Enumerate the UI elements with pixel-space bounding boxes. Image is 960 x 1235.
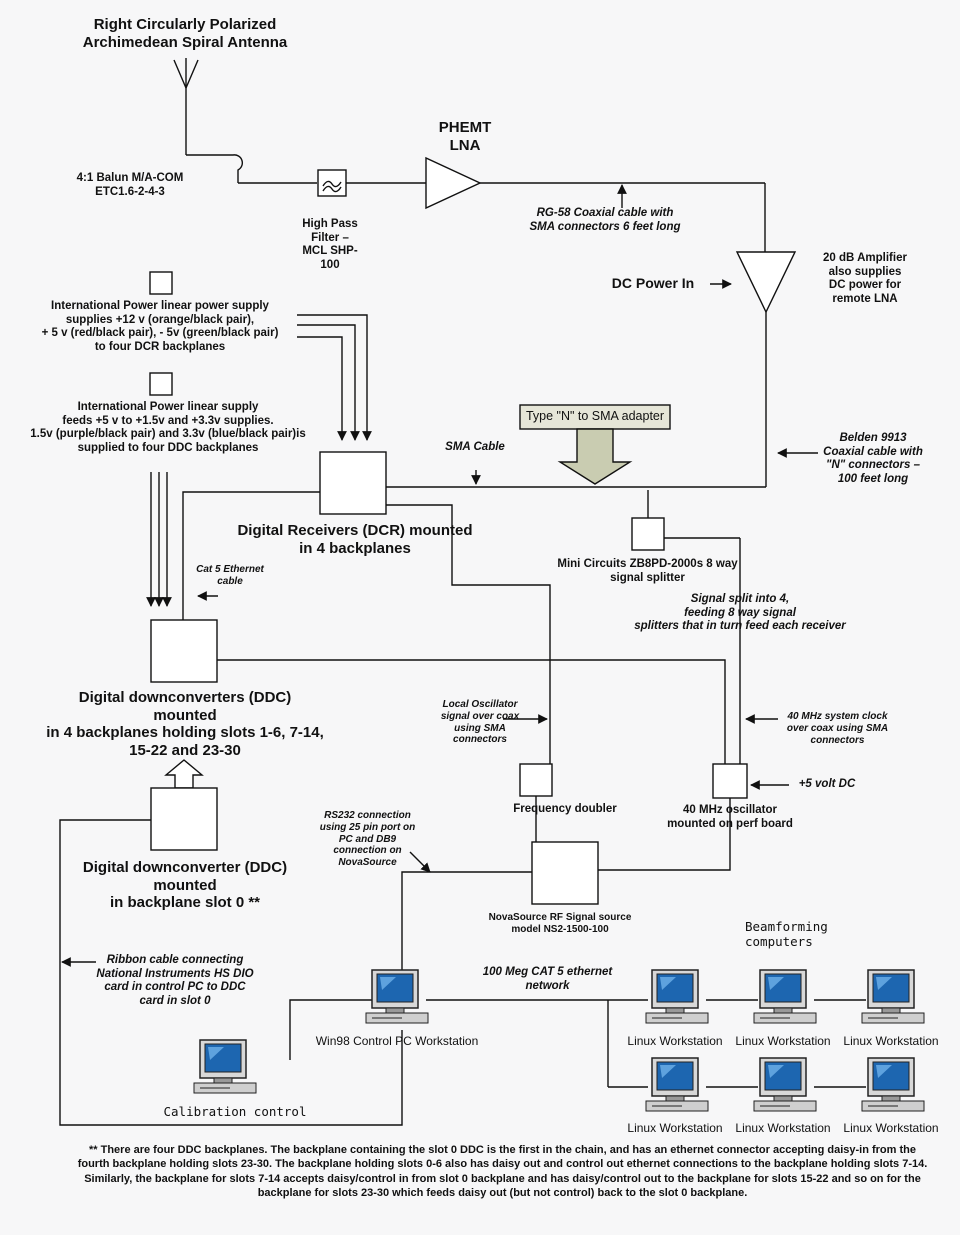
linux-pc-icon[interactable] xyxy=(861,1057,925,1112)
novasource-box xyxy=(531,841,599,905)
ddc0-up-arrow-icon xyxy=(164,759,204,789)
novasource-label: NovaSource RF Signal source model NS2-15… xyxy=(488,912,632,935)
linux-pc-icon[interactable] xyxy=(645,1057,709,1112)
oscillator-box xyxy=(712,763,748,799)
cat5-label: Cat 5 Ethernet cable xyxy=(196,564,264,587)
ethernet-label: 100 Meg CAT 5 ethernet network xyxy=(482,966,613,992)
splitter-label: Mini Circuits ZB8PD-2000s 8 way signal s… xyxy=(557,558,738,584)
linux-label: Linux Workstation xyxy=(735,1121,831,1135)
splitter-box xyxy=(631,517,665,551)
plus5-label: +5 volt DC xyxy=(798,778,856,790)
dcr-label: Digital Receivers (DCR) mounted in 4 bac… xyxy=(237,522,473,557)
antenna-icon xyxy=(173,58,199,155)
dcr-box xyxy=(319,451,387,515)
amp-label: 20 dB Amplifier also supplies DC power f… xyxy=(823,252,907,305)
ddc-box xyxy=(150,619,218,683)
control-pc-icon[interactable] xyxy=(365,969,429,1024)
hpf-label: High Pass Filter – MCL SHP- 100 xyxy=(302,218,358,271)
doubler-label: Frequency doubler xyxy=(513,803,617,815)
calibration-pc-icon[interactable] xyxy=(193,1039,257,1094)
linux-label: Linux Workstation xyxy=(843,1121,939,1135)
linux-pc-icon[interactable] xyxy=(753,969,817,1024)
lna-amplifier-icon xyxy=(425,156,482,210)
lna-label: PHEMT LNA xyxy=(438,119,492,154)
psu1-label: International Power linear power supply … xyxy=(41,300,279,353)
ddc-label: Digital downconverters (DDC) mounted in … xyxy=(46,689,324,760)
calibration-label: Calibration control xyxy=(163,1104,307,1119)
win98-label: Win98 Control PC Workstation xyxy=(315,1034,479,1048)
frequency-doubler-box xyxy=(519,763,553,797)
split-note-label: Signal split into 4, feeding 8 way signa… xyxy=(634,593,846,633)
psu-box-dcr xyxy=(149,271,173,295)
oscillator-label: 40 MHz oscillator mounted on perf board xyxy=(667,804,793,830)
psu2-label: International Power linear supply feeds … xyxy=(30,401,306,454)
beamforming-label: Beamforming computers xyxy=(745,919,828,949)
amplifier-20db-icon xyxy=(735,251,797,314)
balun-label: 4:1 Balun M/A-COM ETC1.6-2-4-3 xyxy=(76,172,184,198)
linux-pc-icon[interactable] xyxy=(645,969,709,1024)
linux-pc-icon[interactable] xyxy=(753,1057,817,1112)
antenna-label: Right Circularly Polarized Archimedean S… xyxy=(82,16,288,51)
dc-power-in-label: DC Power In xyxy=(611,275,695,291)
psu-box-ddc xyxy=(149,372,173,396)
ddc0-label: Digital downconverter (DDC) mounted in b… xyxy=(82,859,288,912)
linux-label: Linux Workstation xyxy=(843,1034,939,1048)
linux-label: Linux Workstation xyxy=(735,1034,831,1048)
rs232-label: RS232 connection using 25 pin port on PC… xyxy=(319,810,416,869)
linux-pc-icon[interactable] xyxy=(861,969,925,1024)
clock-label: 40 MHz system clock over coax using SMA … xyxy=(786,711,889,746)
footnote: ** There are four DDC backplanes. The ba… xyxy=(77,1144,928,1199)
ddc0-box xyxy=(150,787,218,851)
linux-label: Linux Workstation xyxy=(627,1121,723,1135)
adapter-arrow-icon xyxy=(519,404,671,485)
linux-label: Linux Workstation xyxy=(627,1034,723,1048)
rg58-label: RG-58 Coaxial cable with SMA connectors … xyxy=(529,207,681,233)
adapter-label: Type "N" to SMA adapter xyxy=(525,409,665,423)
sma-cable-label: SMA Cable xyxy=(445,441,505,453)
belden-label: Belden 9913 Coaxial cable with "N" conne… xyxy=(823,432,923,485)
lo-signal-label: Local Oscillator signal over coax using … xyxy=(440,699,520,746)
ribbon-label: Ribbon cable connecting National Instrum… xyxy=(96,954,254,1007)
